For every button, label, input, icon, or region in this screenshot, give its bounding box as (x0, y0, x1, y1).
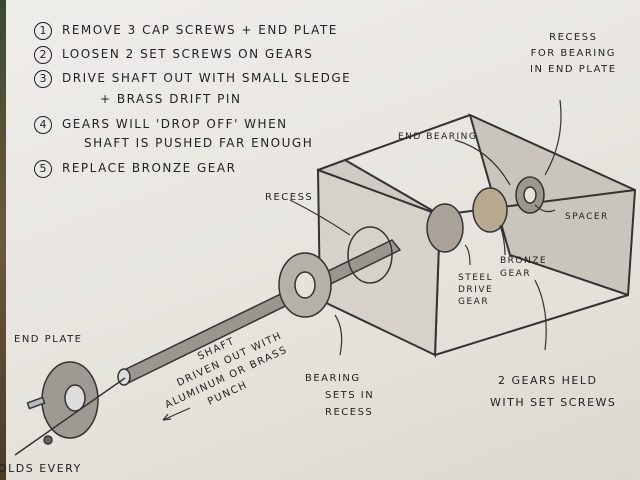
label-line: Bronze (500, 256, 548, 266)
step-text: Replace bronze gear (62, 161, 237, 175)
label-line: Recess (549, 32, 598, 43)
label-bronze-gear: Bronze gear (500, 255, 547, 281)
end-plate (14, 361, 126, 456)
label-end-plate: End plate (14, 334, 83, 345)
step-number: 2 (34, 46, 52, 64)
label-recess: Recess (265, 192, 314, 203)
step-text: Drive shaft out with small sledge (62, 71, 352, 85)
step-1: 1 Remove 3 cap screws + end plate (34, 22, 338, 40)
leader-lines (162, 99, 562, 421)
label-line: with set screws (490, 396, 617, 409)
bearing (278, 226, 393, 318)
label-spacer: Spacer (565, 212, 609, 222)
step-text: Gears will 'drop off' when (62, 117, 288, 131)
label-line: in end plate (530, 64, 617, 75)
label-line: Bearing (305, 373, 361, 384)
label-cut-off: olds every (0, 462, 82, 475)
step-4: 4 Gears will 'drop off' when (34, 116, 288, 134)
label-gears-held: 2 gears held with set screws (490, 370, 616, 414)
step-number: 5 (34, 160, 52, 178)
label-line: 2 gears held (498, 374, 598, 387)
label-steel-gear: Steel drive gear (458, 272, 493, 308)
label-line: Steel (458, 273, 494, 283)
step-number: 3 (34, 70, 52, 88)
photo-edge (0, 0, 8, 480)
step-number: 4 (34, 116, 52, 134)
label-line: drive (458, 285, 494, 295)
label-line: sets in (325, 390, 375, 401)
step-number: 1 (34, 22, 52, 40)
label-bearing: Bearing sets in recess (305, 370, 374, 421)
step-3-cont: + brass drift pin (100, 92, 242, 106)
label-line: gear (500, 269, 532, 279)
label-line: recess (325, 407, 374, 418)
label-end-bearing: End bearing (398, 132, 478, 142)
step-text: Remove 3 cap screws + end plate (62, 23, 338, 37)
step-2: 2 Loosen 2 set screws on gears (34, 46, 313, 64)
label-line: gear (458, 297, 490, 307)
step-text: Loosen 2 set screws on gears (62, 47, 314, 61)
housing-box (316, 113, 637, 359)
step-3: 3 Drive shaft out with small sledge (34, 70, 351, 88)
label-recess-bearing: Recess for bearing in end plate (530, 30, 617, 78)
step-4-cont: shaft is pushed far enough (84, 136, 314, 150)
label-line: for bearing (530, 48, 616, 59)
gears (426, 176, 545, 253)
step-5: 5 Replace bronze gear (34, 160, 236, 178)
